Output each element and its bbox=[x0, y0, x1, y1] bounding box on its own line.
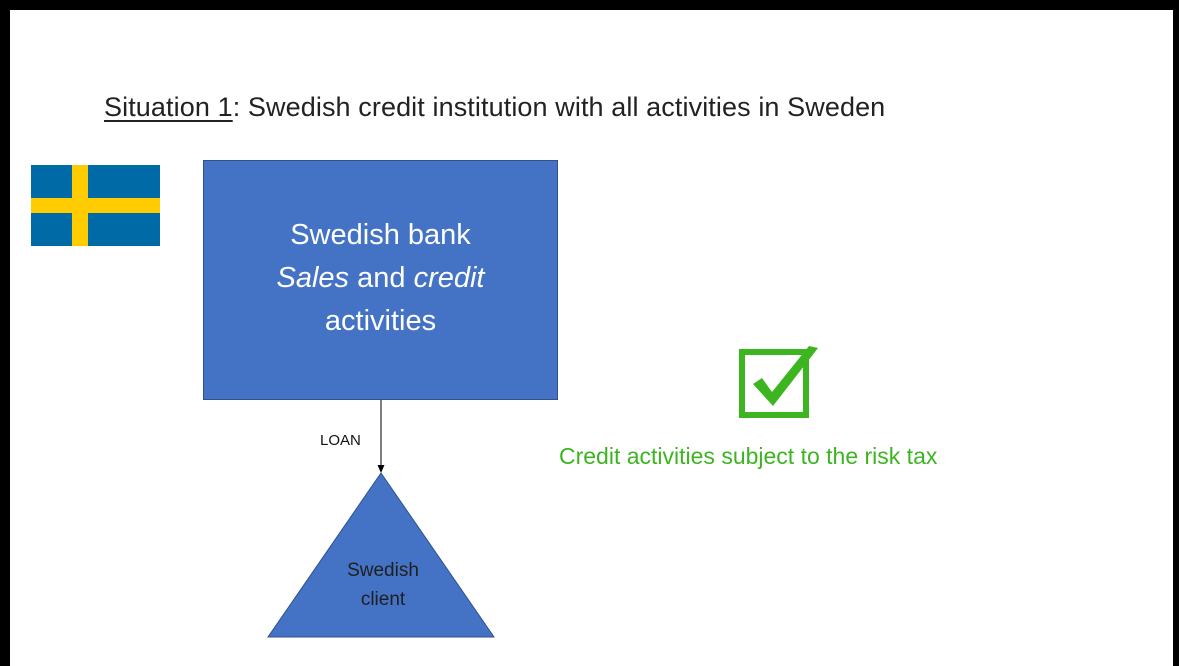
sales-word: Sales bbox=[276, 261, 350, 294]
check-mark bbox=[753, 346, 818, 406]
bank-activities-line: Sales and credit bbox=[277, 257, 485, 300]
situation-label: Situation 1 bbox=[104, 92, 233, 122]
swedish-flag-icon bbox=[31, 165, 160, 246]
risk-tax-verdict: Credit activities subject to the risk ta… bbox=[559, 443, 938, 469]
check-box-outline bbox=[739, 349, 809, 418]
and-word: and bbox=[349, 261, 414, 294]
bank-title: Swedish bank bbox=[290, 218, 471, 251]
swedish-client-label: Swedish client bbox=[323, 556, 443, 614]
loan-label: LOAN bbox=[320, 432, 361, 449]
slide-title: Situation 1: Swedish credit institution … bbox=[104, 92, 885, 123]
client-line-1: Swedish bbox=[347, 560, 419, 581]
situation-description: : Swedish credit institution with all ac… bbox=[232, 92, 886, 122]
client-triangle bbox=[267, 472, 495, 638]
credit-word: credit bbox=[413, 261, 485, 294]
swedish-bank-box: Swedish bank Sales and credit activities bbox=[203, 160, 558, 400]
flag-cross-horizontal bbox=[31, 198, 160, 213]
bank-activities-label: activities bbox=[324, 304, 437, 337]
checkmark-box-icon bbox=[739, 346, 818, 418]
client-line-2: client bbox=[360, 589, 406, 610]
loan-arrow-head bbox=[377, 465, 385, 473]
